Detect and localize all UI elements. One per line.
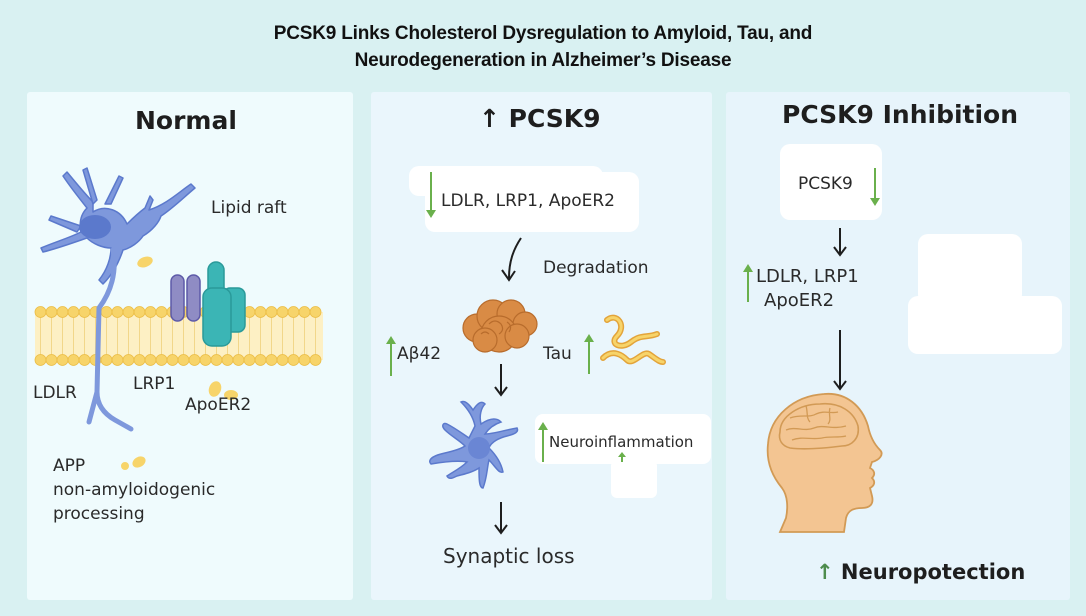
blank-box-lower <box>908 296 1062 354</box>
down-arrow-1-icon <box>494 364 508 397</box>
microglia-icon <box>429 400 519 489</box>
down-arrow-4-icon <box>833 330 847 391</box>
head-brain-icon <box>766 393 883 533</box>
label-abeta42: Aβ42 <box>397 344 442 364</box>
pcsk9-down-arrow-icon <box>870 168 880 206</box>
label-receptors: LDLR, LRP1, ApoER2 <box>441 191 616 211</box>
blank-box-upper <box>918 234 1022 304</box>
up-arrow-icon: ↑ <box>479 104 500 133</box>
figure-title-line-2: Neurodegeneration in Alzheimer’s Disease <box>354 50 732 71</box>
outcome-up-arrow-icon: ↑ <box>816 560 834 584</box>
apolipoprotein-particles-icon <box>121 256 238 470</box>
label-neuroprotection: Neuropotection <box>840 560 1026 584</box>
abeta-up-arrow-icon <box>386 336 396 376</box>
pcsk9-box <box>780 144 882 220</box>
label-synaptic-loss: Synaptic loss <box>443 544 575 568</box>
panel-high-pcsk9: ↑ PCSK9 LDLR, LRP1, ApoER2 Degradation A… <box>371 92 712 600</box>
label-apoer2: ApoER2 <box>185 395 252 415</box>
label-tau: Tau <box>543 344 572 364</box>
amyloid-plaque-icon <box>462 299 538 353</box>
neuroinflammation-box-extension <box>611 460 657 498</box>
tau-tangles-icon <box>600 314 666 365</box>
panel-inhibition-title: PCSK9 Inhibition <box>782 100 1019 129</box>
down-arrow-icon <box>426 172 436 218</box>
panel-normal: Normal Lipid raft LDLR LRP1 ApoER2 APP n… <box>27 92 353 600</box>
label-lipid-raft: Lipid raft <box>211 198 287 218</box>
small-up-arrow-icon <box>618 452 626 462</box>
label-ldlr: LDLR <box>33 383 77 403</box>
label-receptors-line-1: LDLR, LRP1 <box>756 266 859 287</box>
outcome-label: ↑ Neuropotection <box>816 560 1025 584</box>
tau-up-arrow-icon <box>584 334 594 374</box>
panel-inhibition: PCSK9 Inhibition PCSK9 LDLR, LRP1 ApoER2… <box>726 92 1070 600</box>
label-app: APP <box>53 456 86 476</box>
receptors-box <box>425 172 639 232</box>
down-arrow-2-icon <box>494 502 508 535</box>
neuroinflammation-up-arrow-icon <box>538 422 548 462</box>
down-arrow-3-icon <box>833 228 847 257</box>
panel-high-pcsk9-title: ↑ PCSK9 <box>479 104 601 133</box>
lipid-head <box>309 354 322 366</box>
lipid-raft-receptors-icon <box>170 261 246 347</box>
label-neuroinflammation: Neuroinflammation <box>549 433 694 451</box>
label-lrp1: LRP1 <box>133 374 176 394</box>
figure-title-line-1: PCSK9 Links Cholesterol Dysregulation to… <box>273 23 813 44</box>
panel-high-pcsk9-title-text: PCSK9 <box>508 104 601 133</box>
label-degradation: Degradation <box>543 258 649 278</box>
panel-normal-title: Normal <box>135 106 237 135</box>
label-processing-line-2: processing <box>53 504 145 524</box>
lipid-head <box>309 306 322 318</box>
figure-title: PCSK9 Links Cholesterol Dysregulation to… <box>0 20 1086 74</box>
neuron-icon <box>40 167 196 432</box>
label-receptors-line-2: ApoER2 <box>764 290 835 311</box>
label-processing-line-1: non-amyloidogenic <box>53 480 216 500</box>
receptors-up-arrow-icon <box>743 264 753 302</box>
curved-arrow-icon <box>501 237 522 282</box>
label-pcsk9: PCSK9 <box>798 174 853 194</box>
